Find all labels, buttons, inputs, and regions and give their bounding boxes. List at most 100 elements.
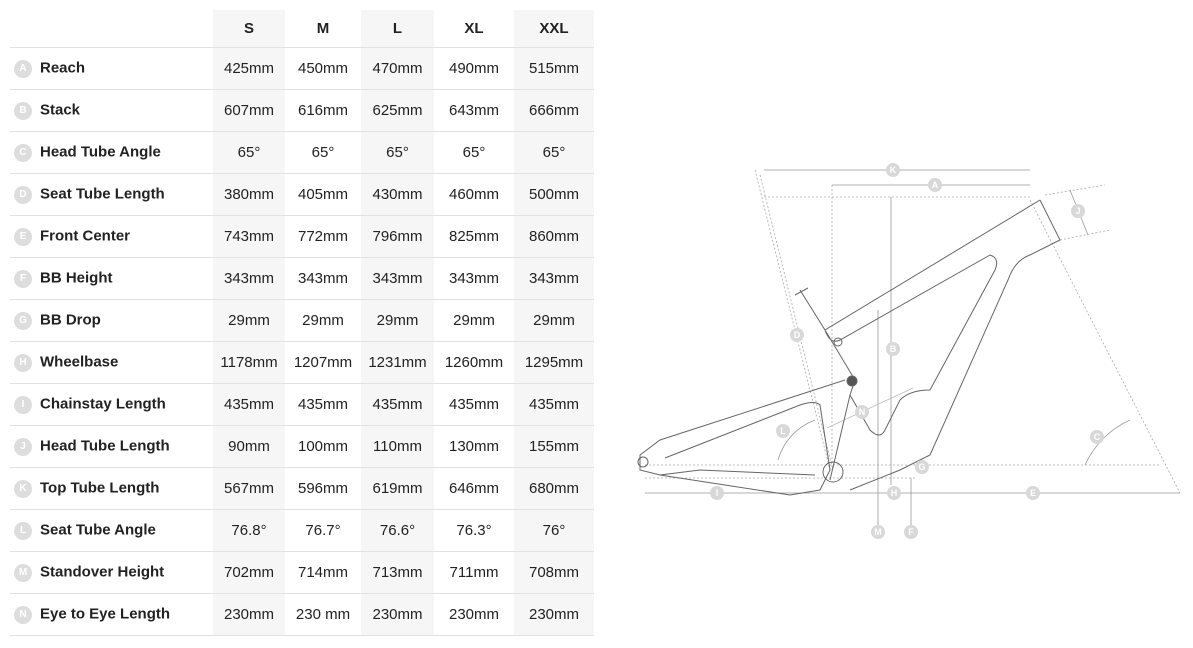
dimension-label-n: N: [859, 407, 866, 417]
cell-value: 567mm: [213, 467, 285, 510]
cell-value: 90mm: [213, 425, 285, 468]
cell-value: 666mm: [514, 89, 594, 132]
cell-value: 65°: [361, 131, 434, 174]
dimension-marker-d: [790, 328, 804, 342]
cell-value: 680mm: [514, 467, 594, 510]
cell-value: 860mm: [514, 215, 594, 258]
cell-value: 450mm: [285, 47, 361, 90]
cell-value: 1295mm: [514, 341, 594, 384]
header-blank: [10, 10, 213, 48]
cell-value: 515mm: [514, 47, 594, 90]
dimension-label-b: B: [890, 344, 897, 354]
cell-value: 470mm: [361, 47, 434, 90]
cell-value: 65°: [213, 131, 285, 174]
cell-value: 343mm: [514, 257, 594, 300]
cell-value: 29mm: [213, 299, 285, 342]
measurement-name: Head Tube Angle: [40, 144, 161, 162]
bike-frame: [637, 199, 1061, 496]
cell-value: 425mm: [213, 47, 285, 90]
cell-value: 65°: [434, 131, 514, 174]
cell-value: 430mm: [361, 173, 434, 216]
dimension-marker-a: [928, 178, 942, 192]
cell-value: 230mm: [434, 593, 514, 636]
cell-value: 76.7°: [285, 509, 361, 552]
cell-value: 76.8°: [213, 509, 285, 552]
dimension-marker-b: [886, 342, 900, 356]
dimension-marker-f: [904, 525, 918, 539]
dimension-marker-j: [1071, 204, 1085, 218]
cell-value: 76.6°: [361, 509, 434, 552]
measurement-name: Wheelbase: [40, 354, 119, 372]
measurement-name: Seat Tube Length: [40, 186, 165, 204]
dimension-marker-i: [710, 486, 724, 500]
cell-value: 130mm: [434, 425, 514, 468]
measurement-name: BB Height: [40, 270, 113, 288]
cell-value: 435mm: [285, 383, 361, 426]
dimension-label-k: K: [890, 165, 897, 175]
cell-value: 29mm: [514, 299, 594, 342]
cell-value: 29mm: [434, 299, 514, 342]
dimension-marker-n: [855, 405, 869, 419]
cell-value: 490mm: [434, 47, 514, 90]
cell-value: 796mm: [361, 215, 434, 258]
dimension-lines: [645, 169, 1180, 525]
dimension-label-g: G: [918, 462, 925, 472]
letter-badge: N: [14, 605, 32, 624]
cell-value: 100mm: [285, 425, 361, 468]
cell-value: 714mm: [285, 551, 361, 594]
dimension-marker-g: [915, 460, 929, 474]
dimension-marker-k: [886, 163, 900, 177]
letter-badge: L: [14, 521, 32, 540]
dimension-label-m: M: [874, 527, 882, 537]
cell-value: 435mm: [213, 383, 285, 426]
cell-value: 230 mm: [285, 593, 361, 636]
cell-value: 29mm: [285, 299, 361, 342]
letter-badge: E: [14, 227, 32, 246]
letter-badge: F: [14, 269, 32, 288]
measurement-name: Seat Tube Angle: [40, 522, 156, 540]
measurement-name: Reach: [40, 60, 86, 78]
cell-value: 708mm: [514, 551, 594, 594]
cell-value: 772mm: [285, 215, 361, 258]
row-label: F BB Height: [10, 257, 213, 300]
measurement-name: Head Tube Length: [40, 438, 170, 456]
cell-value: 743mm: [213, 215, 285, 258]
cell-value: 343mm: [285, 257, 361, 300]
cell-value: 380mm: [213, 173, 285, 216]
letter-badge: D: [14, 185, 32, 204]
letter-badge: G: [14, 311, 32, 330]
cell-value: 230mm: [514, 593, 594, 636]
cell-value: 155mm: [514, 425, 594, 468]
dimension-marker-h: [887, 486, 901, 500]
dimension-marker-c: [1090, 430, 1104, 444]
cell-value: 343mm: [213, 257, 285, 300]
dimension-label-i: I: [716, 488, 719, 498]
measurement-name: Stack: [40, 102, 81, 120]
letter-badge: I: [14, 395, 32, 414]
measurement-name: Top Tube Length: [40, 480, 160, 498]
cell-value: 65°: [514, 131, 594, 174]
cell-value: 343mm: [361, 257, 434, 300]
cell-value: 76.3°: [434, 509, 514, 552]
cell-value: 646mm: [434, 467, 514, 510]
cell-value: 1207mm: [285, 341, 361, 384]
cell-value: 713mm: [361, 551, 434, 594]
dimension-marker-e: [1026, 486, 1040, 500]
cell-value: 29mm: [361, 299, 434, 342]
cell-value: 616mm: [285, 89, 361, 132]
